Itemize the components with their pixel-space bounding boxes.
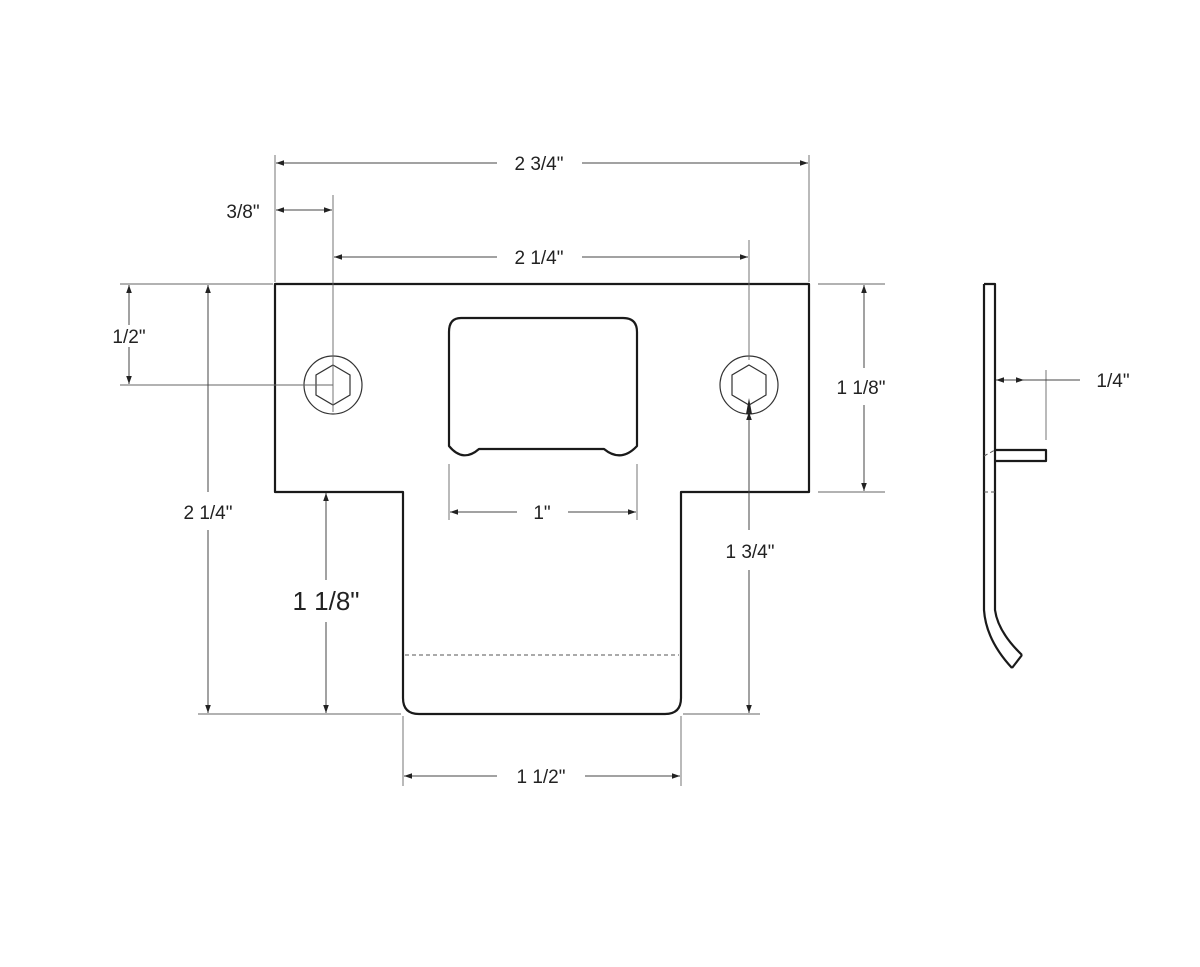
dim-hole-offset-label: 3/8"	[226, 202, 259, 223]
dim-opening-width: 1"	[450, 503, 636, 524]
dim-plate-height: 1 1/8"	[836, 285, 886, 491]
strike-plate-outline	[273, 282, 811, 716]
dim-tongue-depth-label: 1 1/8"	[292, 586, 359, 616]
dim-hole-height-label: 1/2"	[112, 327, 145, 348]
latch-opening	[447, 316, 639, 457]
dim-lip-height-label: 1 3/4"	[725, 542, 774, 563]
dim-plate-height-label: 1 1/8"	[836, 378, 885, 399]
side-profile-view	[982, 282, 1048, 669]
dim-overall-height-label: 2 1/4"	[183, 503, 232, 524]
right-screw-hole	[719, 355, 779, 415]
dim-tongue-width-label: 1 1/2"	[516, 767, 565, 788]
dim-side-offset-label: 1/4"	[1096, 371, 1129, 392]
dim-hole-spacing: 2 1/4"	[334, 248, 748, 269]
dim-side-offset: 1/4"	[996, 371, 1130, 392]
dim-tongue-depth: 1 1/8"	[292, 493, 360, 713]
dim-overall-width: 2 3/4"	[276, 154, 808, 175]
dim-opening-width-label: 1"	[533, 503, 550, 524]
dim-hole-offset: 3/8"	[226, 202, 332, 223]
dim-hole-spacing-label: 2 1/4"	[514, 248, 563, 269]
dim-tongue-width: 1 1/2"	[404, 767, 680, 788]
dim-hole-height: 1/2"	[108, 285, 150, 384]
extension-lines	[120, 155, 1047, 786]
dim-overall-height: 2 1/4"	[183, 285, 233, 713]
dim-overall-width-label: 2 3/4"	[514, 154, 563, 175]
dim-lip-height: 1 3/4"	[725, 412, 775, 713]
